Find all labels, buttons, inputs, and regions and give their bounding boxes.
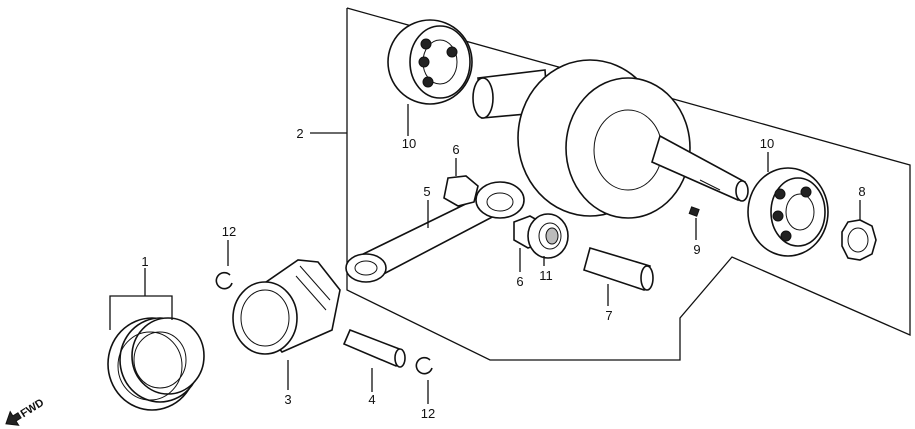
callout-3: 3 [284, 392, 291, 407]
gear-nut [841, 219, 877, 261]
assembly-boundary [346, 7, 911, 361]
piston-pin-clip-right [415, 356, 433, 375]
leader-lines [109, 104, 861, 404]
crankshaft [472, 59, 749, 219]
bearing-upper [387, 19, 473, 105]
callout-8: 8 [858, 184, 865, 199]
connecting-rod [345, 181, 525, 283]
needle-bearing [527, 213, 569, 259]
callout-4: 4 [368, 392, 375, 407]
callout-11: 11 [539, 268, 553, 283]
fwd-label: FWD [19, 397, 47, 420]
callout-9: 9 [693, 242, 700, 257]
woodruff-key [688, 206, 700, 217]
crank-pin [583, 246, 654, 292]
thrust-washer-upper [443, 175, 479, 207]
piston-pin [342, 328, 406, 368]
callout-6-upper: 6 [452, 142, 459, 157]
callout-10-lower: 10 [760, 136, 774, 151]
callout-12-upper: 12 [222, 224, 236, 239]
callout-12-lower: 12 [421, 406, 435, 421]
bearing-lower [747, 167, 829, 257]
forward-arrow-icon: FWD [5, 397, 47, 426]
callout-7: 7 [605, 308, 612, 323]
piston [232, 259, 341, 355]
callout-2: 2 [296, 126, 303, 141]
piston-rings [107, 317, 205, 411]
callout-10-upper: 10 [402, 136, 416, 151]
callout-1: 1 [141, 254, 148, 269]
piston-pin-clip-left [215, 271, 233, 290]
callout-6-lower: 6 [516, 274, 523, 289]
callout-5: 5 [423, 184, 430, 199]
